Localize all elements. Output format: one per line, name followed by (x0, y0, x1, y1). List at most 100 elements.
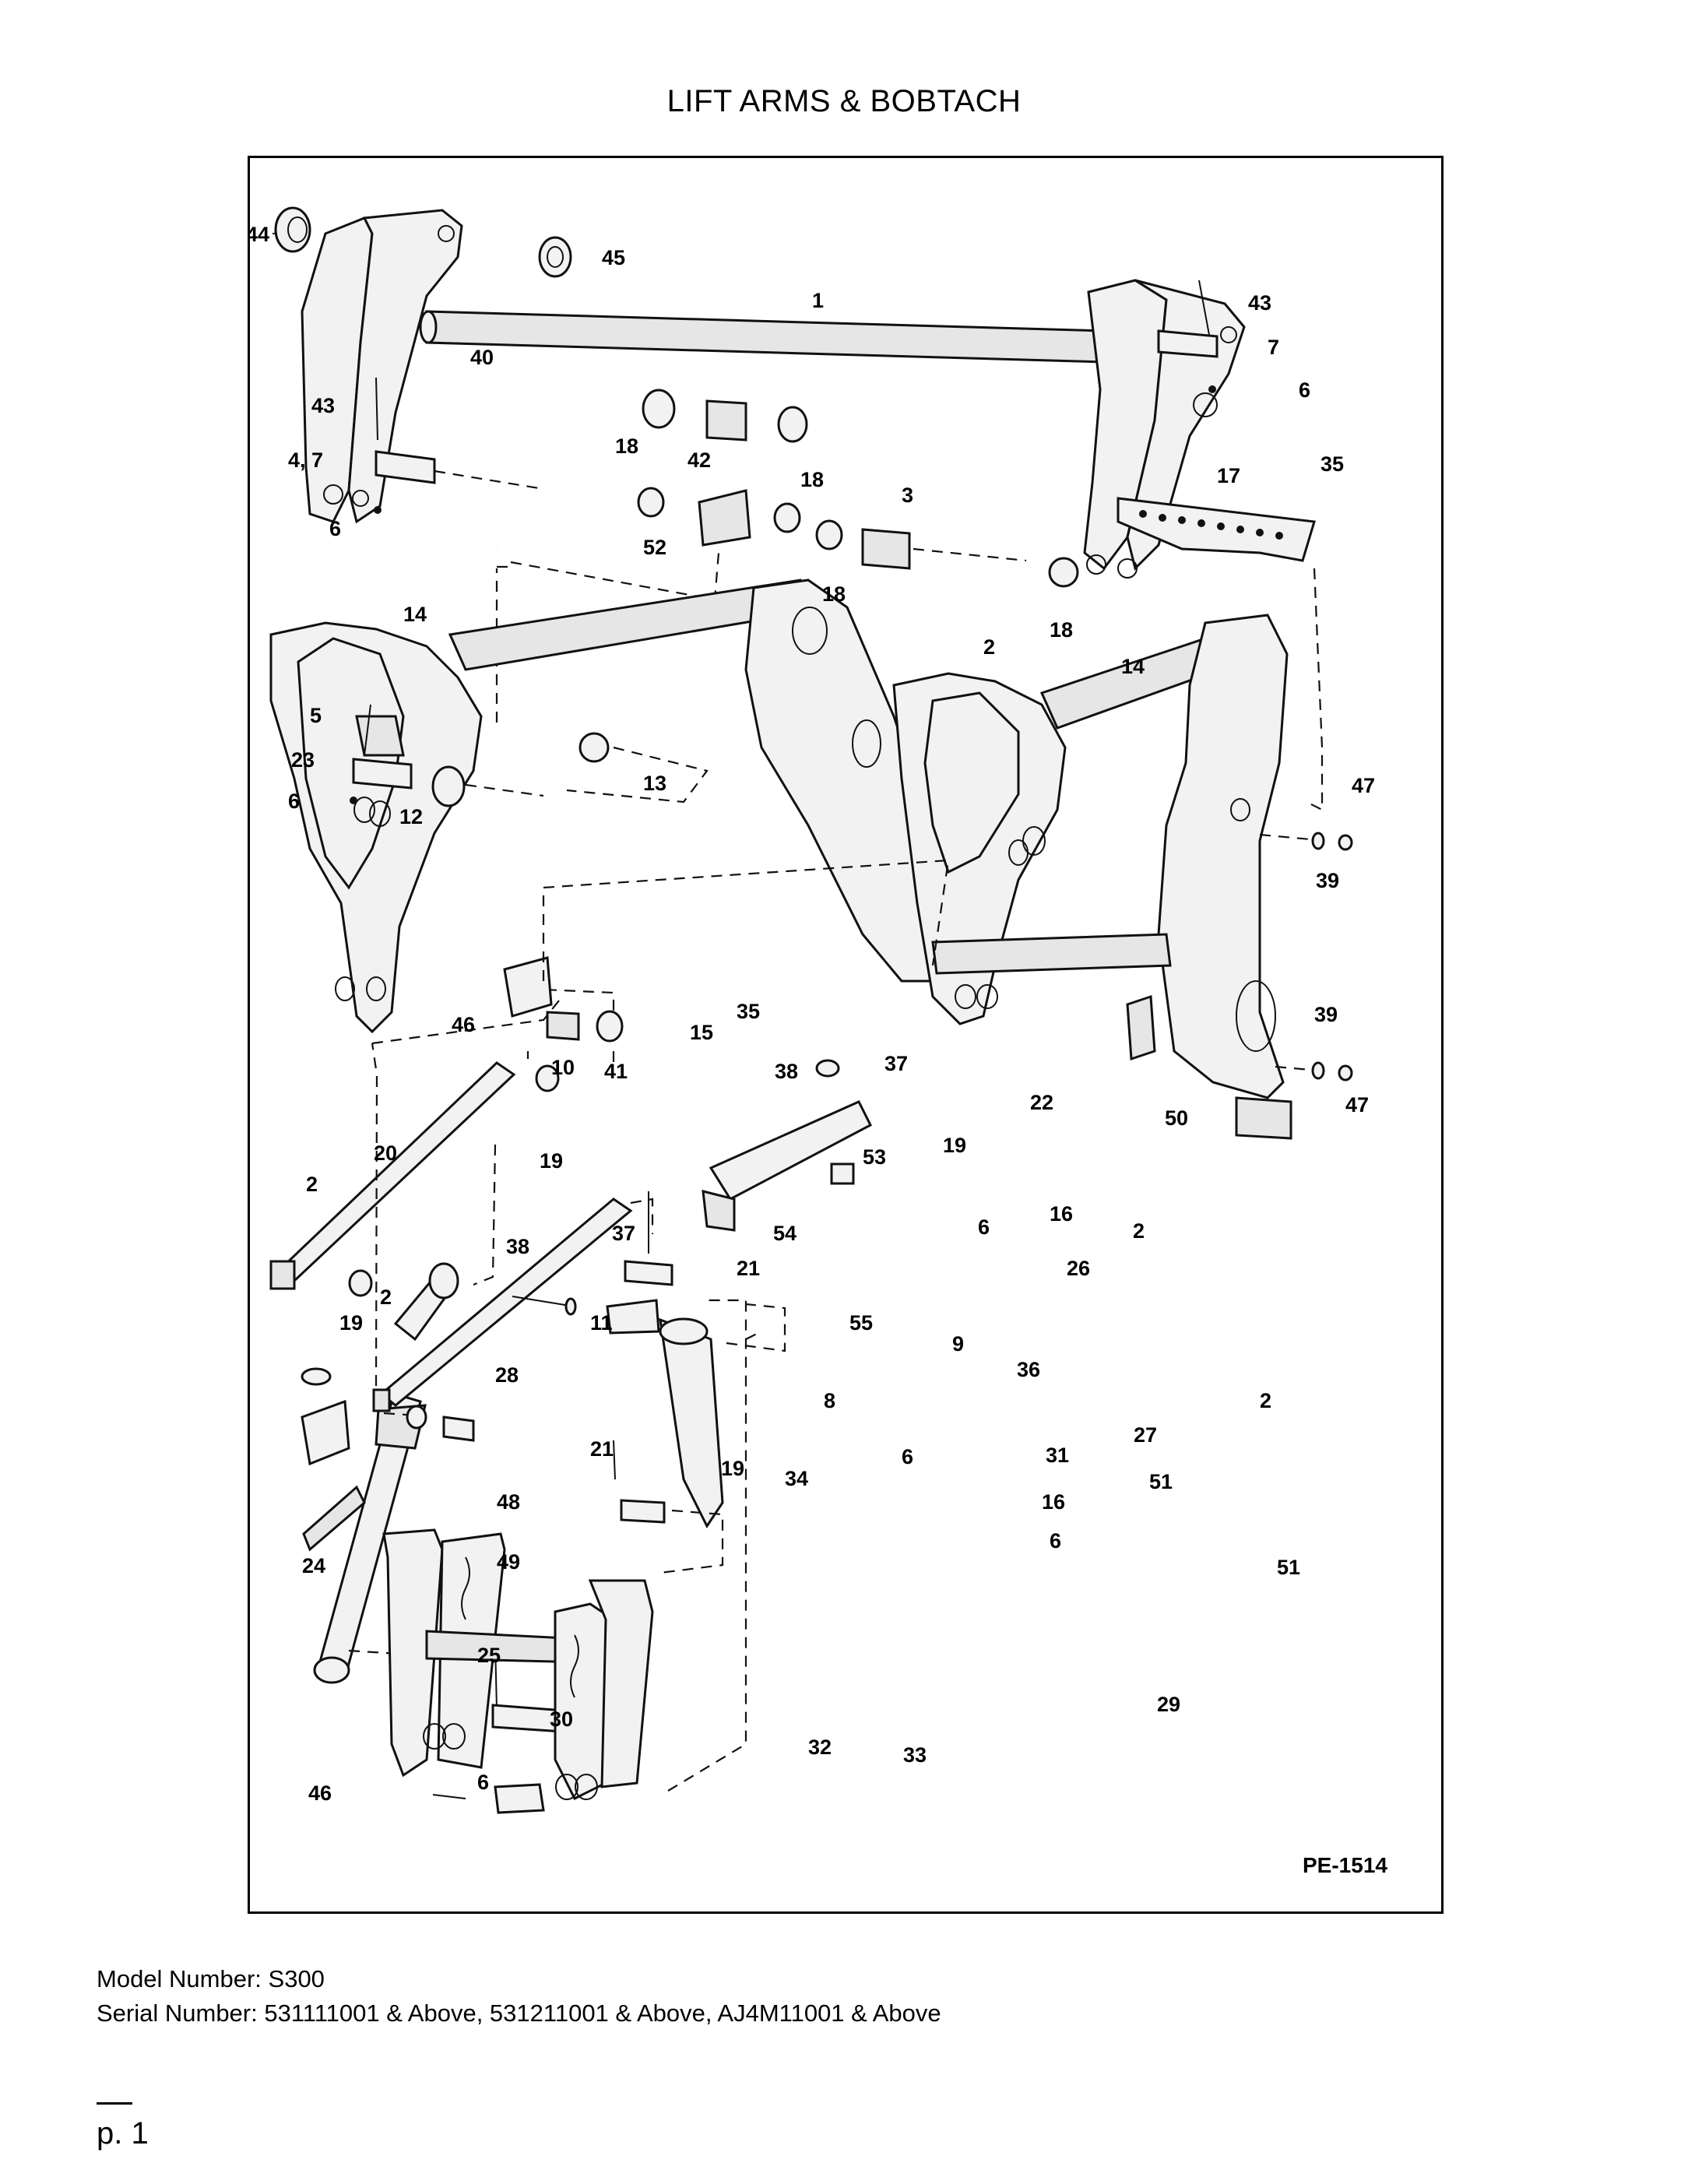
callout-45: 45 (602, 246, 625, 269)
callout-50: 50 (1165, 1106, 1188, 1130)
link-21 (379, 1198, 633, 1407)
diagram-frame (248, 156, 1444, 1914)
callout-6-top: 6 (1299, 378, 1310, 402)
callout-2-mid: 2 (380, 1285, 392, 1309)
bushing-44 (274, 206, 311, 253)
callout-18-b: 18 (800, 468, 824, 491)
callout-25: 25 (477, 1644, 501, 1667)
callout-6-left: 6 (329, 517, 341, 540)
drawing-code: PE-1514 (1303, 1853, 1387, 1877)
callout-30: 30 (550, 1707, 573, 1731)
callout-6-lower: 6 (902, 1445, 913, 1468)
callout-12: 12 (399, 805, 423, 828)
callout-51-top: 51 (1149, 1470, 1173, 1493)
callout-28: 28 (495, 1363, 519, 1387)
callout-55: 55 (849, 1311, 873, 1335)
model-number: Model Number: S300 (97, 1965, 325, 1992)
pin-4-7 (375, 450, 436, 484)
callout-46-bottom: 46 (308, 1781, 332, 1805)
callout-47-bottom: 47 (1345, 1093, 1369, 1117)
callout-11: 11 (590, 1311, 613, 1335)
callout-39-bottom: 39 (1314, 1003, 1338, 1026)
callout-16-top: 16 (1050, 1202, 1073, 1226)
page-number: p. 1 (97, 2116, 149, 2151)
callout-2-right: 2 (1133, 1219, 1145, 1243)
callout-46-top: 46 (452, 1013, 475, 1036)
callout-31: 31 (1046, 1444, 1069, 1467)
parts-diagram: 44 45 1 43 7 6 40 43 4, 7 6 18 42 18 3 5… (248, 206, 1387, 1877)
bushing-50 (1235, 1096, 1292, 1140)
callout-13: 13 (643, 772, 666, 795)
callout-35-mid: 35 (737, 1000, 760, 1023)
shield-37-upper (709, 1100, 872, 1201)
lift-arm-upper (301, 209, 1246, 579)
callout-52: 52 (643, 536, 666, 559)
callout-17: 17 (1217, 464, 1240, 487)
callout-44: 44 (248, 223, 269, 246)
callout-22: 22 (1030, 1091, 1053, 1114)
callout-33: 33 (903, 1743, 927, 1767)
callout-48: 48 (497, 1490, 520, 1514)
callout-47-top: 47 (1352, 774, 1375, 797)
page-divider (97, 2102, 132, 2105)
callout-35-top: 35 (1321, 452, 1344, 476)
callout-43-right: 43 (1248, 291, 1271, 315)
callout-1: 1 (812, 289, 824, 312)
callout-2-left: 2 (306, 1173, 318, 1196)
callout-10: 10 (551, 1056, 575, 1079)
callout-21-top: 21 (737, 1257, 760, 1280)
callout-49: 49 (497, 1550, 520, 1574)
pin-7-right (1157, 329, 1219, 358)
serial-number: Serial Number: 531111001 & Above, 531211… (97, 1999, 941, 2027)
callout-18-a: 18 (615, 434, 638, 458)
callout-43-left: 43 (311, 394, 335, 417)
callout-19-b: 19 (943, 1134, 966, 1157)
callout-37-bottom: 37 (612, 1222, 635, 1245)
bobtach-29 (382, 1528, 654, 1801)
callout-6-center: 6 (978, 1215, 990, 1239)
cylinder-27 (659, 1317, 724, 1528)
callout-14-left: 14 (403, 603, 427, 626)
callout-2-top: 2 (983, 635, 995, 659)
callout-9: 9 (952, 1332, 964, 1356)
callout-39-top: 39 (1316, 869, 1339, 892)
plate-17 (1117, 497, 1316, 562)
callout-36: 36 (1017, 1358, 1040, 1381)
callout-18-d: 18 (1050, 618, 1073, 642)
callout-5: 5 (310, 704, 322, 727)
callout-41: 41 (604, 1060, 628, 1083)
callout-19-a: 19 (540, 1149, 563, 1173)
callout-38-bottom: 38 (506, 1235, 529, 1258)
callout-7: 7 (1268, 336, 1279, 359)
callout-37-top: 37 (884, 1052, 908, 1075)
callout-27: 27 (1134, 1423, 1157, 1447)
callout-4-7: 4, 7 (288, 448, 323, 472)
callout-6-right: 6 (1050, 1529, 1061, 1553)
callout-23: 23 (291, 748, 315, 772)
page-title: LIFT ARMS & BOBTACH (666, 84, 1022, 118)
callout-53: 53 (863, 1145, 886, 1169)
callout-19-c: 19 (339, 1311, 363, 1335)
callout-20: 20 (374, 1141, 397, 1165)
callout-6-mid: 6 (288, 790, 300, 813)
callout-18-c: 18 (822, 582, 846, 606)
callout-19-d: 19 (721, 1457, 744, 1480)
callout-29: 29 (1157, 1693, 1180, 1716)
callout-8: 8 (824, 1389, 835, 1412)
plate-15 (503, 956, 553, 1018)
lift-arm-main (269, 579, 1289, 1099)
callout-6-bottom: 6 (477, 1771, 489, 1794)
callout-14-right: 14 (1121, 655, 1145, 678)
callout-51-bottom: 51 (1277, 1556, 1300, 1579)
callout-21-bottom: 21 (590, 1437, 614, 1461)
callout-labels: 44 45 1 43 7 6 40 43 4, 7 6 18 42 18 3 5… (248, 223, 1375, 1805)
callout-54: 54 (773, 1222, 797, 1245)
callout-15: 15 (690, 1021, 713, 1044)
callout-2-far-right: 2 (1260, 1389, 1271, 1412)
bushing-45 (538, 236, 572, 278)
callout-40: 40 (470, 346, 494, 369)
callout-16-bottom: 16 (1042, 1490, 1065, 1514)
callout-34: 34 (785, 1467, 808, 1490)
callout-42: 42 (688, 448, 711, 472)
callout-32: 32 (808, 1736, 832, 1759)
